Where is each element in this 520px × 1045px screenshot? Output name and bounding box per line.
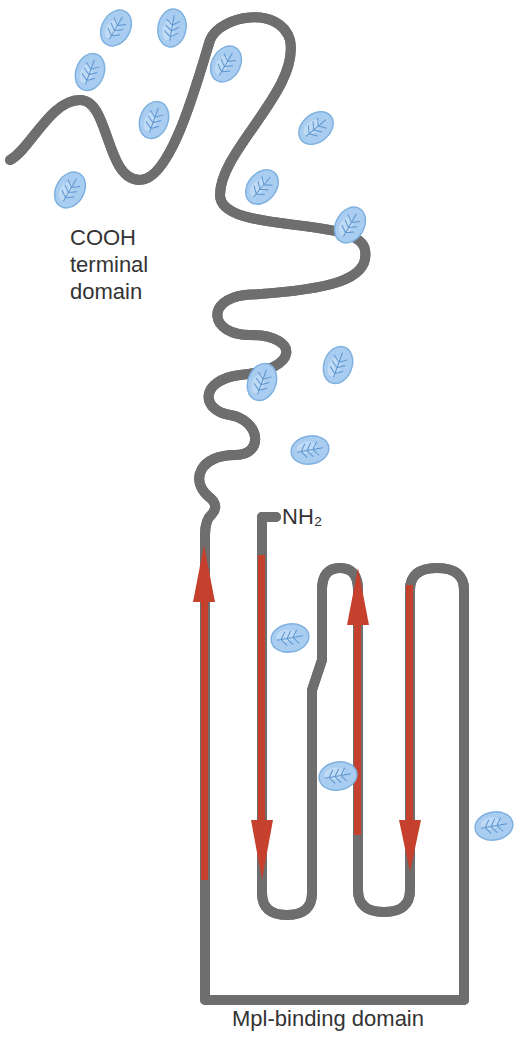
domain-label: COOH terminal domain	[70, 224, 188, 305]
glycan-sugar	[48, 5, 515, 844]
protein-chain	[10, 17, 464, 1000]
domain-label: Mpl-binding domain	[232, 1005, 512, 1032]
beta-strand-arrow	[193, 545, 421, 880]
terminus-label: NH₂	[282, 503, 362, 530]
